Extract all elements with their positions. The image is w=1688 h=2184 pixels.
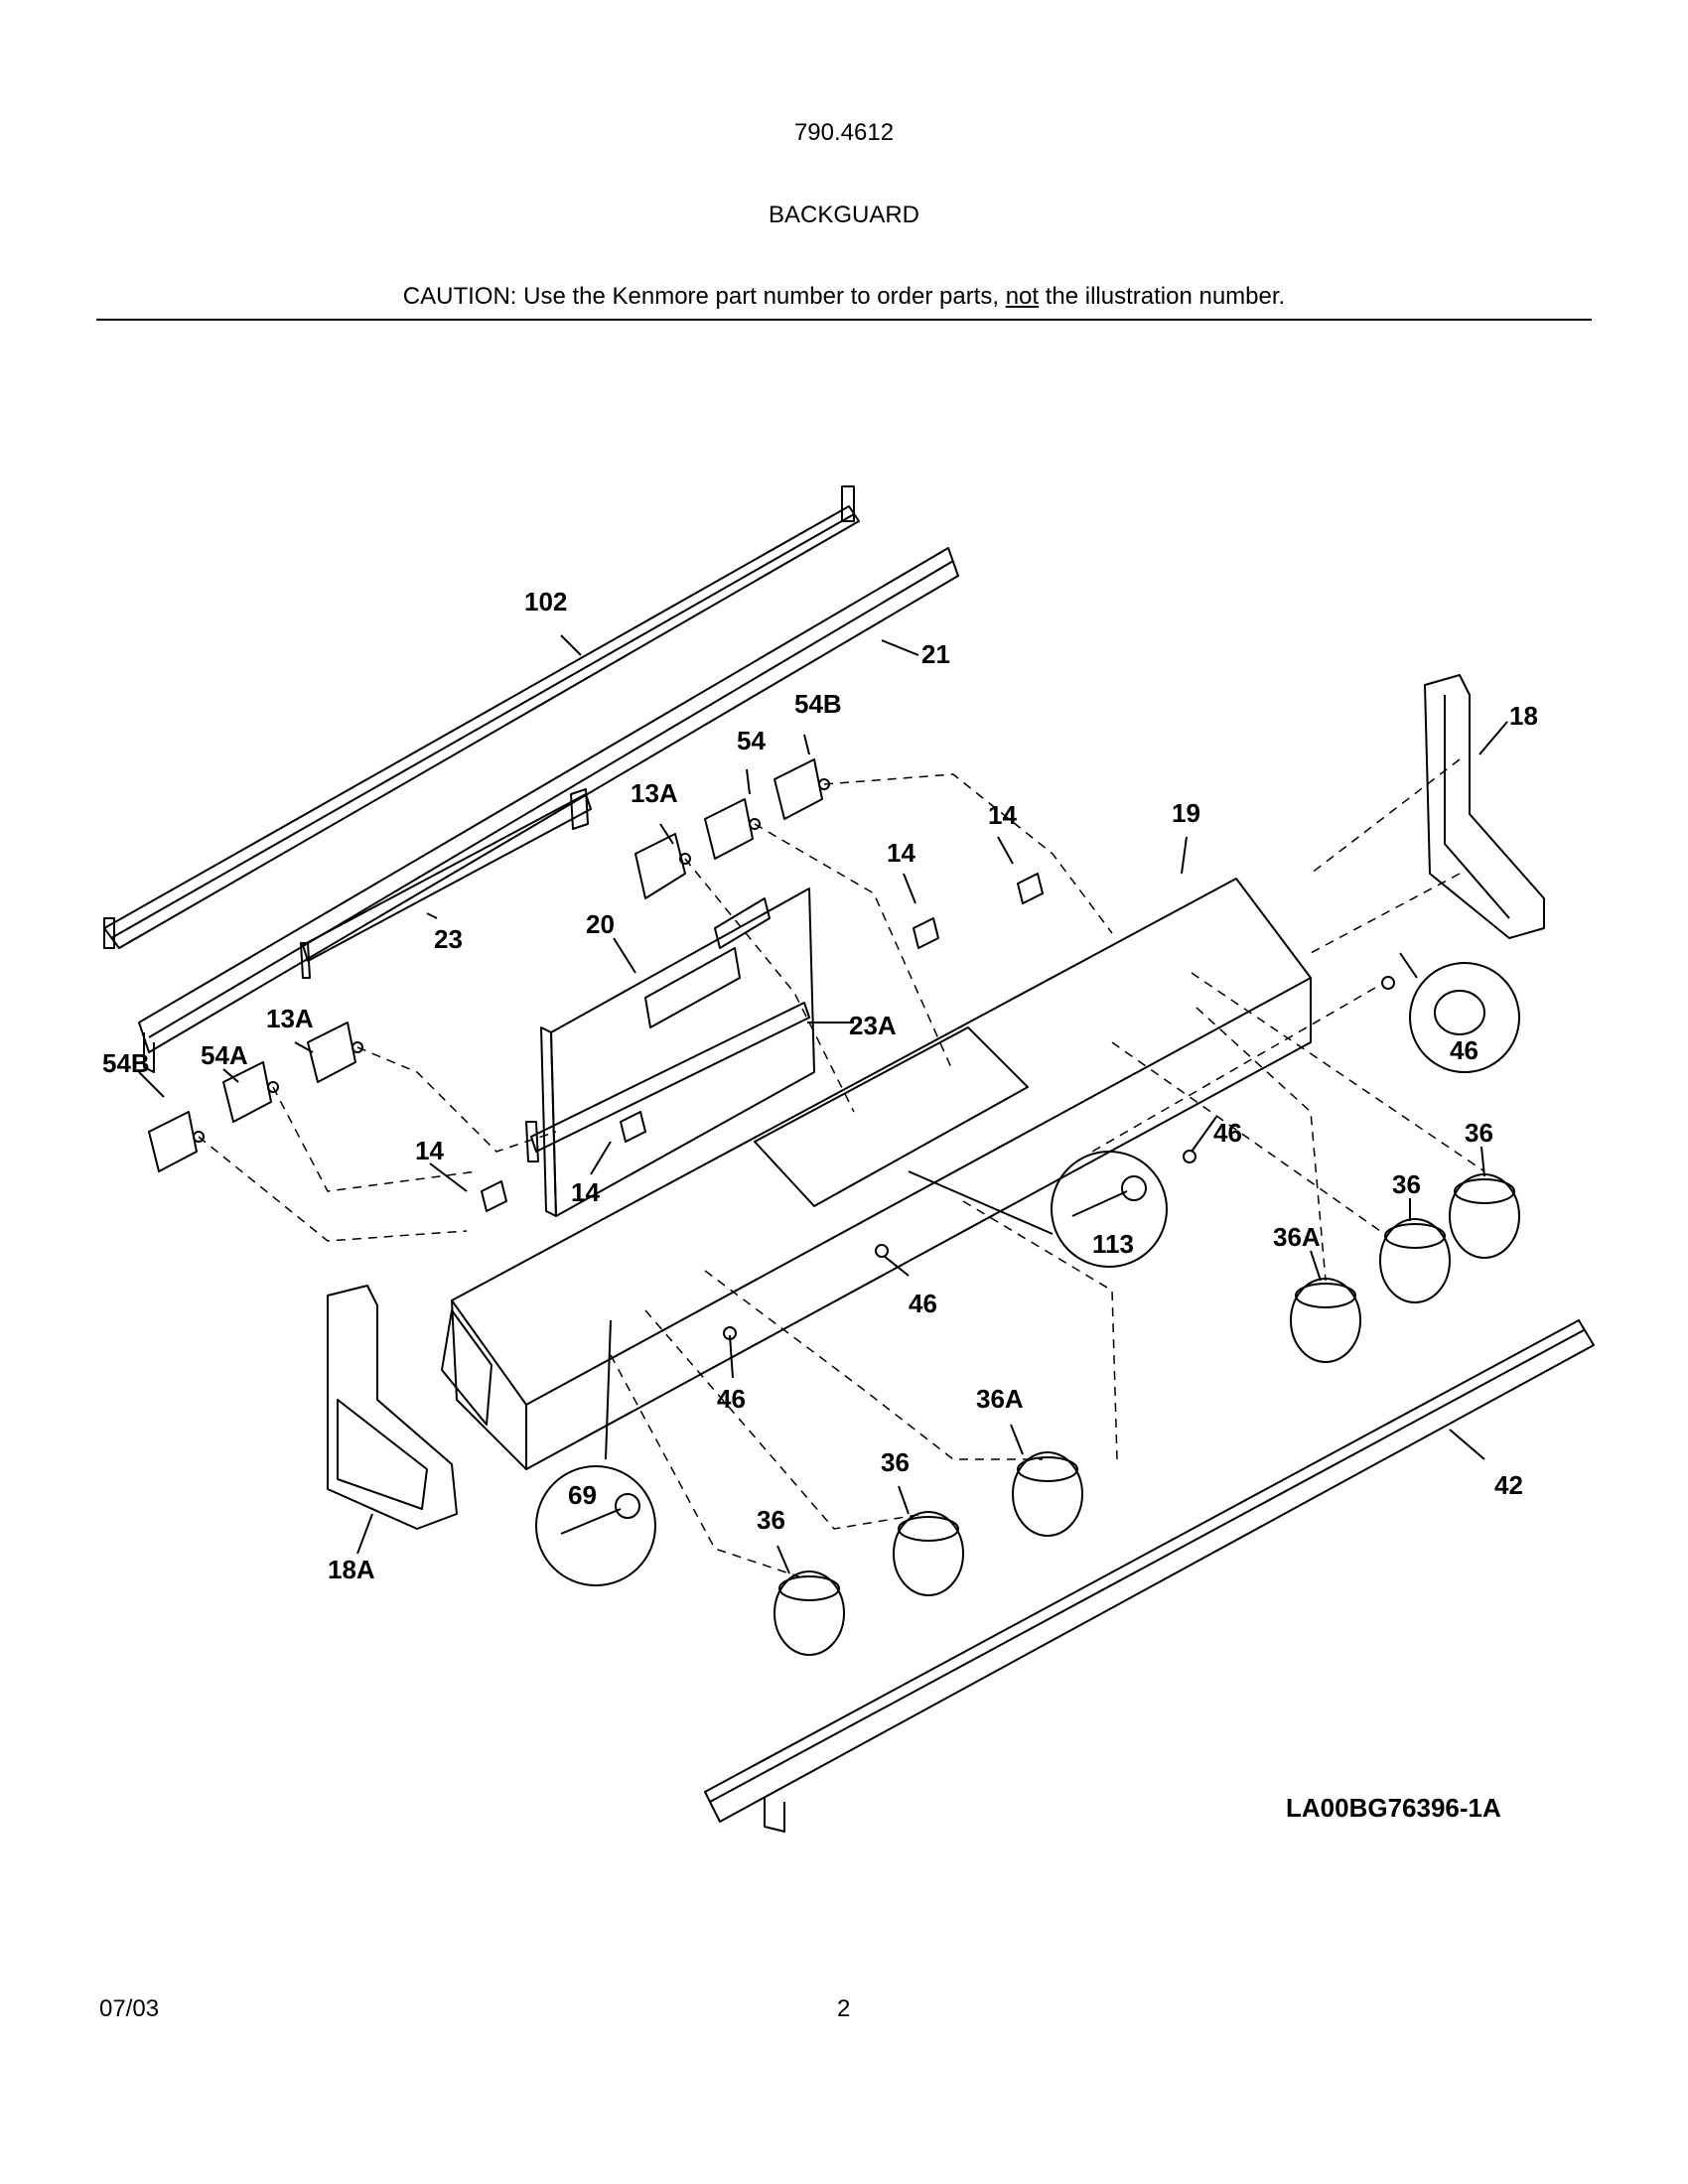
callout-46-detail: 46 xyxy=(1450,1035,1478,1065)
callout-36-far-right: 36 xyxy=(1465,1118,1493,1148)
callout-54A: 54A xyxy=(201,1040,248,1070)
grommet-46-a xyxy=(1183,1150,1196,1163)
callout-21: 21 xyxy=(921,639,950,669)
part-23-bracket xyxy=(300,788,592,979)
callout-36A-left: 36A xyxy=(976,1384,1024,1414)
callout-18A: 18A xyxy=(328,1555,375,1584)
part-102-trim xyxy=(103,485,860,949)
callout-46-center: 46 xyxy=(909,1289,937,1318)
switch-54-upper xyxy=(704,798,761,860)
header-rule xyxy=(96,319,1592,321)
switch-54B-upper xyxy=(774,758,830,820)
callout-42: 42 xyxy=(1494,1470,1523,1500)
callout-13A-lower: 13A xyxy=(266,1004,314,1033)
knob-36-right-top xyxy=(1449,1173,1520,1259)
callout-20: 20 xyxy=(586,909,615,939)
callout-54B-lower: 54B xyxy=(102,1048,150,1078)
page-number: 2 xyxy=(837,1995,851,2022)
knob-36A-left xyxy=(1012,1451,1083,1537)
callout-14-top-mid: 14 xyxy=(887,838,915,868)
drawing-id: LA00BG76396-1A xyxy=(1286,1793,1501,1823)
part-18-end-cap xyxy=(1424,674,1545,939)
callout-23: 23 xyxy=(434,924,463,954)
switch-54A-lower xyxy=(222,1061,279,1123)
part-19-control-panel xyxy=(441,878,1312,1470)
switch-13A-upper xyxy=(634,833,691,899)
section-title: BACKGUARD xyxy=(768,202,920,228)
leader-lines xyxy=(138,634,1508,1574)
part-23A-bracket xyxy=(525,1002,810,1162)
caution-emphasis: not xyxy=(1005,283,1040,310)
switch-54B-lower xyxy=(148,1111,205,1172)
clip-14-b xyxy=(913,917,939,949)
knob-36-left-mid xyxy=(893,1511,964,1596)
callout-13A-upper: 13A xyxy=(631,778,678,808)
grommet-46-b xyxy=(875,1244,889,1258)
part-21-channel xyxy=(138,547,959,1073)
part-18A-end-cap xyxy=(327,1285,458,1530)
callout-19: 19 xyxy=(1172,798,1200,828)
caution-text-start: CAUTION: Use the Kenmore part number to … xyxy=(402,283,1006,310)
callout-36A-right: 36A xyxy=(1273,1222,1321,1252)
assembly-lines xyxy=(198,758,1485,1579)
knob-36A-right xyxy=(1290,1278,1361,1363)
callout-54B-upper: 54B xyxy=(794,689,842,719)
clip-14-d xyxy=(481,1180,507,1212)
detail-46 xyxy=(1409,962,1520,1073)
callout-54: 54 xyxy=(737,726,766,755)
callout-36-left-mid: 36 xyxy=(881,1447,910,1477)
callout-46-left: 46 xyxy=(717,1384,746,1414)
detail-69 xyxy=(535,1465,656,1586)
callout-46-right: 46 xyxy=(1213,1118,1242,1148)
callout-14-left-low: 14 xyxy=(571,1177,600,1207)
clip-14-a xyxy=(1017,873,1044,904)
caution-note: CAUTION: Use the Kenmore part number to … xyxy=(0,283,1688,311)
clip-14-c xyxy=(620,1111,646,1143)
callout-18: 18 xyxy=(1509,701,1538,731)
callout-36-left: 36 xyxy=(757,1505,785,1535)
grommet-46-d xyxy=(1381,976,1395,990)
callout-23A: 23A xyxy=(849,1011,897,1040)
part-42-lower-trim xyxy=(704,1319,1595,1833)
callout-102: 102 xyxy=(524,587,567,616)
switch-13A-lower xyxy=(307,1022,363,1083)
model-number: 790.4612 xyxy=(793,119,895,146)
revision-date: 07/03 xyxy=(99,1995,160,2022)
knob-36-left-low xyxy=(774,1570,845,1656)
callout-113: 113 xyxy=(1092,1229,1134,1259)
callout-36-right: 36 xyxy=(1392,1169,1421,1199)
caution-text-end: the illustration number. xyxy=(1039,283,1286,310)
callout-14-left: 14 xyxy=(415,1136,444,1165)
part-20-control-board xyxy=(540,887,815,1217)
knob-36-right-mid xyxy=(1379,1218,1451,1303)
callout-69: 69 xyxy=(568,1480,597,1510)
callout-14-top-right: 14 xyxy=(988,800,1017,830)
detail-113 xyxy=(1051,1151,1168,1268)
